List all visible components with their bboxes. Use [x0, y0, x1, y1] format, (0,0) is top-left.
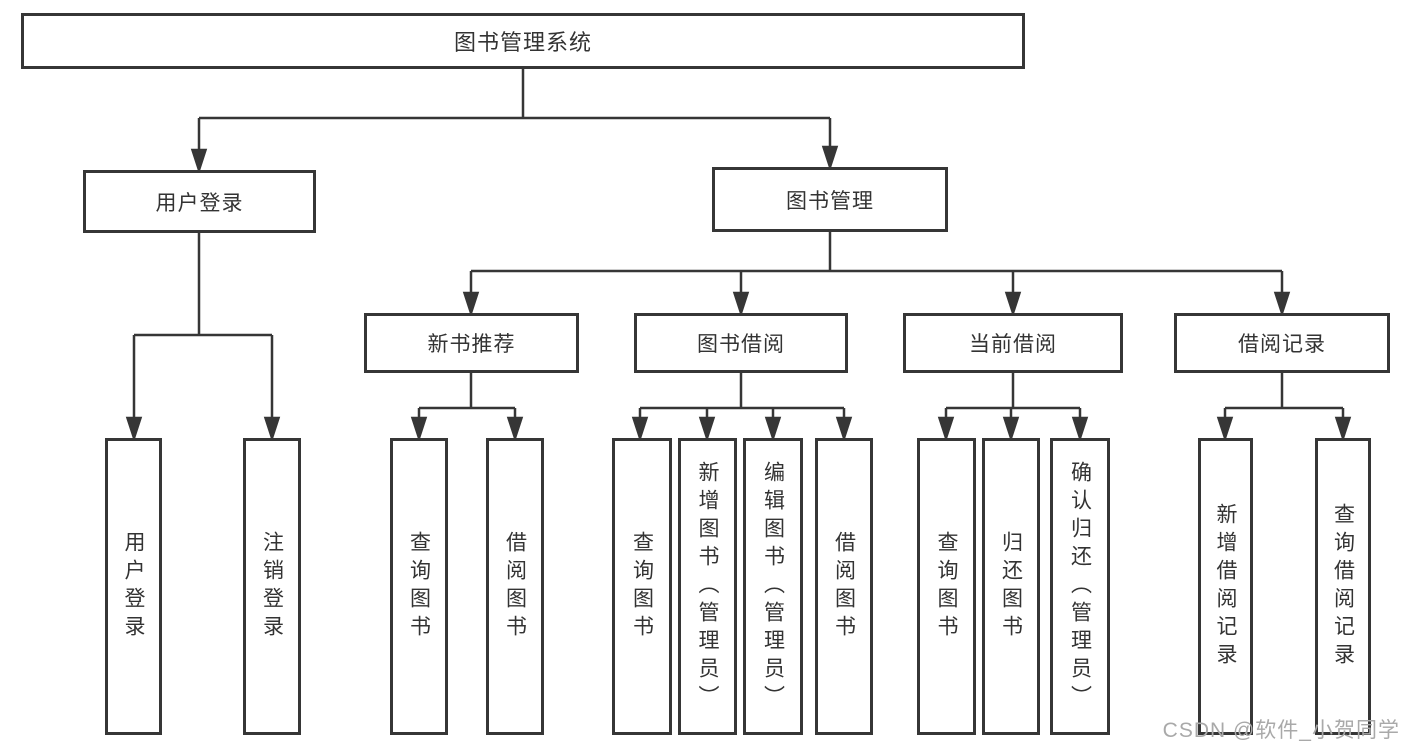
arrow-down-icon — [631, 416, 649, 443]
arrow-down-icon — [125, 416, 143, 443]
node-label: 新增图书（管理员） — [696, 460, 719, 713]
arrow-down-icon — [410, 416, 428, 443]
node-label: 用户登录 — [155, 191, 244, 215]
node-label: 借阅记录 — [1238, 333, 1326, 356]
leaf-user-login: 用户登录 — [105, 438, 162, 735]
node-label: 借阅图书 — [832, 530, 856, 643]
leaf-return-books: 归还图书 — [982, 438, 1040, 735]
node-label: 查询图书 — [935, 530, 958, 643]
arrow-down-icon — [698, 416, 716, 443]
node-label: 新书推荐 — [427, 333, 516, 356]
leaf-query-books-3: 查询图书 — [917, 438, 976, 735]
leaf-query-borrow-record: 查询借阅记录 — [1315, 438, 1371, 735]
node-user-login: 用户登录 — [83, 170, 316, 233]
node-label: 借阅图书 — [503, 530, 527, 643]
leaf-query-books-1: 查询图书 — [390, 438, 448, 735]
arrow-down-icon — [821, 145, 839, 172]
node-book-borrowing: 图书借阅 — [634, 313, 848, 373]
node-new-book-recommend: 新书推荐 — [364, 313, 579, 373]
leaf-borrow-books-1: 借阅图书 — [486, 438, 544, 735]
arrow-down-icon — [1002, 416, 1020, 443]
node-borrowing-records: 借阅记录 — [1174, 313, 1390, 373]
node-label: 注销登录 — [260, 530, 284, 643]
leaf-add-borrow-record: 新增借阅记录 — [1198, 438, 1253, 735]
arrow-down-icon — [732, 291, 750, 318]
csdn-watermark: CSDN @软件_小贺同学 — [1162, 719, 1400, 742]
node-label: 查询图书 — [630, 530, 654, 643]
arrow-down-icon — [835, 416, 853, 443]
leaf-confirm-return-admin: 确认归还（管理员） — [1050, 438, 1110, 735]
node-label: 图书借阅 — [697, 333, 785, 356]
arrow-down-icon — [1273, 291, 1291, 318]
node-label: 图书管理 — [786, 189, 874, 213]
node-label: 新增借阅记录 — [1214, 502, 1237, 671]
leaf-add-book-admin: 新增图书（管理员） — [678, 438, 737, 735]
arrow-down-icon — [506, 416, 524, 443]
node-book-management: 图书管理 — [712, 167, 948, 232]
arrow-down-icon — [1216, 416, 1234, 443]
node-label: 归还图书 — [999, 530, 1023, 643]
node-label: 用户登录 — [122, 530, 145, 643]
node-root-system: 图书管理系统 — [21, 13, 1025, 69]
node-label: 查询借阅记录 — [1331, 502, 1355, 671]
arrow-down-icon — [462, 291, 480, 318]
arrow-down-icon — [1004, 291, 1022, 318]
node-label: 确认归还（管理员） — [1068, 460, 1092, 713]
arrow-down-icon — [1334, 416, 1352, 443]
arrow-down-icon — [937, 416, 955, 443]
arrow-down-icon — [263, 416, 281, 443]
leaf-query-books-2: 查询图书 — [612, 438, 672, 735]
node-label: 当前借阅 — [969, 333, 1057, 356]
node-current-borrowing: 当前借阅 — [903, 313, 1123, 373]
arrow-down-icon — [190, 148, 208, 175]
arrow-down-icon — [1071, 416, 1089, 443]
leaf-logout: 注销登录 — [243, 438, 301, 735]
node-label: 图书管理系统 — [453, 30, 592, 55]
node-label: 编辑图书（管理员） — [761, 460, 785, 713]
leaf-borrow-books-2: 借阅图书 — [815, 438, 873, 735]
arrow-down-icon — [764, 416, 782, 443]
leaf-edit-book-admin: 编辑图书（管理员） — [743, 438, 803, 735]
node-label: 查询图书 — [407, 530, 431, 643]
